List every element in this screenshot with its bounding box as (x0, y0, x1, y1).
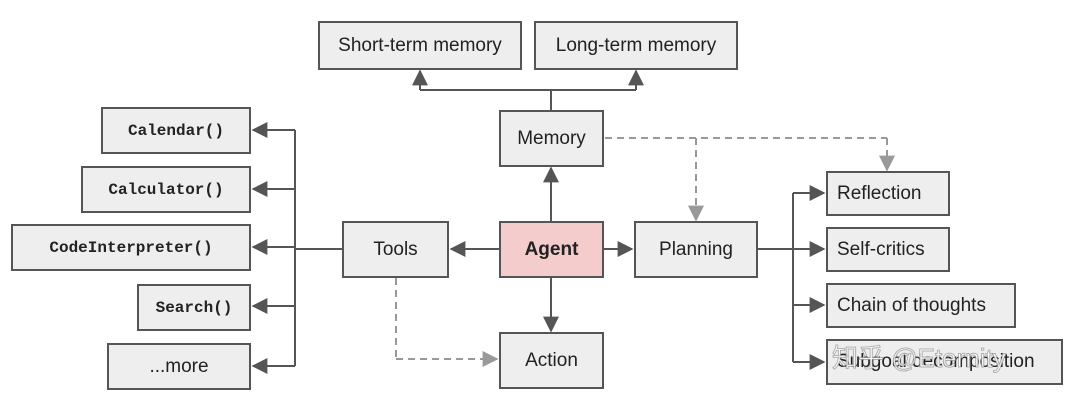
calendar-tool-box: Calendar() (101, 107, 251, 154)
search-tool-box: Search() (137, 284, 251, 331)
self-critics-box: Self-critics (826, 227, 950, 272)
chain-of-thoughts-box: Chain of thoughts (826, 283, 1016, 328)
short-term-memory-box: Short-term memory (318, 21, 522, 70)
tools-box: Tools (342, 221, 449, 278)
reflection-box: Reflection (826, 171, 950, 216)
agent-box: Agent (499, 221, 604, 278)
long-term-memory-box: Long-term memory (534, 21, 738, 70)
memory-box: Memory (499, 110, 604, 167)
code-interpreter-tool-box: CodeInterpreter() (11, 224, 251, 271)
subgoal-decomposition-box: Subgoal decomposition (826, 339, 1063, 385)
action-box: Action (499, 332, 604, 389)
more-tools-box: ...more (107, 343, 251, 390)
calculator-tool-box: Calculator() (81, 166, 251, 213)
planning-box: Planning (634, 221, 758, 278)
